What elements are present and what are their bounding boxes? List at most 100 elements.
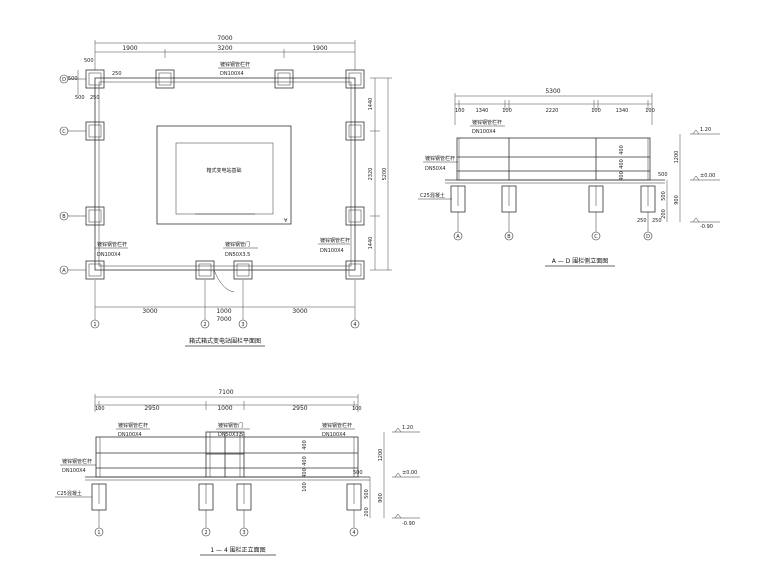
side-level-zero: ±0.00	[700, 173, 715, 179]
front-height-2: 400	[302, 456, 308, 466]
plan-axis-b: B	[62, 214, 66, 220]
front-callout-4-name: 镀锌钢管栏杆	[62, 458, 92, 465]
plan-inner-label: 箱式变电站基础	[206, 167, 241, 174]
side-axis-d: D	[646, 234, 650, 240]
side-right-h-3: 500	[661, 191, 667, 201]
side-right-h-1: 1200	[674, 151, 680, 164]
plan-callout-4-name: 镀锌钢管栏杆	[320, 237, 350, 244]
plan-top-seg-2: 3200	[217, 45, 232, 52]
plan-axis-4: 4	[353, 322, 356, 328]
front-axis-2: 2	[204, 530, 207, 536]
front-elevation: 7100 100 2950 1000 2950 100 镀锌钢管栏杆 DN1	[55, 389, 420, 556]
front-level-zero: ±0.00	[402, 470, 417, 476]
plan-left-dim-1: 500	[84, 58, 94, 64]
side-concrete: C25混凝土	[420, 192, 445, 199]
plan-axis-2: 2	[203, 322, 206, 328]
side-height-1: 400	[619, 145, 625, 155]
front-callout-3-name: 镀锌钢管栏杆	[322, 422, 352, 429]
front-title: 1 — 4 围栏正立面图	[210, 546, 265, 554]
side-seg-4: 2220	[546, 108, 559, 114]
front-callout-1-name: 镀锌钢管栏杆	[118, 422, 148, 429]
plan-callout-3-name: 镀锌钢管门	[225, 241, 250, 248]
plan-right-dim-1: 1440	[368, 98, 374, 111]
side-seg-6: 1340	[616, 108, 629, 114]
front-axis-4: 4	[352, 530, 355, 536]
front-callout-1-spec: DN100X4	[118, 432, 142, 438]
plan-right-dim-3: 1440	[368, 237, 374, 250]
front-callout-3-spec: DN100X4	[322, 432, 346, 438]
front-right-h-4: 200	[364, 507, 370, 517]
front-footing-dim: 500	[353, 470, 363, 476]
side-seg-7: 100	[645, 108, 655, 114]
side-footing-dim-1: 250	[637, 218, 647, 224]
plan-top-seg-1: 1900	[122, 45, 137, 52]
front-right-h-3: 500	[364, 489, 370, 499]
plan-title: 箱式箱式变电站围栏平面图	[189, 337, 261, 345]
side-callout-spec-1: DN100X4	[472, 129, 496, 135]
front-total: 7100	[218, 389, 233, 396]
front-callout-2-name: 镀锌钢管门	[218, 422, 243, 429]
side-seg-1: 100	[455, 108, 465, 114]
plan-callout-3-spec: DN50X3.5	[225, 252, 250, 258]
side-level-top: 1.20	[700, 127, 711, 133]
plan-bottom-seg-1: 3000	[142, 308, 157, 315]
side-footing-dim-2: 250	[652, 218, 662, 224]
side-axis-a: A	[456, 234, 460, 240]
side-height-3: 400	[619, 171, 625, 181]
plan-axis-3: 3	[241, 322, 244, 328]
side-axis-c: C	[594, 234, 598, 240]
side-callout-name: 镀锌钢管栏杆	[472, 119, 502, 126]
side-right-h-2: 900	[674, 195, 680, 205]
plan-callout-1-spec: DN100X4	[220, 71, 244, 77]
front-seg-1: 100	[95, 406, 105, 412]
side-seg-3: 100	[502, 108, 512, 114]
plan-bottom-total: 7000	[216, 316, 231, 323]
plan-overall-width: 7000	[217, 35, 232, 42]
side-right-h-4: 200	[661, 209, 667, 219]
plan-bottom-seg-3: 3000	[292, 308, 307, 315]
side-title: A — D 围栏侧立面图	[552, 257, 608, 265]
front-callout-2-spec: DN50X3.5	[218, 432, 243, 438]
plan-callout-2-name: 镀锌钢管栏杆	[97, 241, 127, 248]
front-axis-1: 1	[97, 530, 100, 536]
front-callout-4-spec: DN100X4	[62, 468, 86, 474]
side-callout-name-2: 镀锌钢管栏杆	[425, 155, 455, 162]
side-height-2: 400	[619, 159, 625, 169]
plan-inner-mark: ∀	[284, 218, 288, 224]
side-axis-b: B	[507, 234, 511, 240]
plan-axis-c: C	[62, 129, 66, 135]
front-seg-5: 100	[352, 406, 362, 412]
plan-callout-4-spec: DN100X4	[320, 248, 344, 254]
front-level-bottom: -0.90	[402, 521, 415, 527]
side-callout-spec-2: DN50X4	[425, 166, 446, 172]
front-seg-3: 1000	[217, 405, 232, 412]
front-axis-3: 3	[242, 530, 245, 536]
front-level-top: 1.20	[402, 425, 413, 431]
side-right-h-500: 500	[658, 172, 668, 178]
side-seg-5: 100	[591, 108, 601, 114]
plan-right-dim-2: 2320	[368, 168, 374, 181]
plan-right-total: 5200	[382, 168, 388, 181]
plan-callout-2-spec: DN100X4	[97, 252, 121, 258]
side-total: 5300	[545, 88, 560, 95]
front-height-1: 400	[302, 440, 308, 450]
plan-view: 7000 1900 3200 1900 500 500 500 250 250	[59, 35, 392, 347]
front-right-h-1: 1200	[378, 449, 384, 462]
plan-axis-1: 1	[93, 322, 96, 328]
front-concrete: C25混凝土	[57, 490, 82, 497]
front-seg-4: 2950	[292, 405, 307, 412]
plan-left-dim-3: 500	[75, 95, 85, 101]
front-right-h-2: 900	[378, 493, 384, 503]
side-level-bottom: -0.90	[700, 224, 713, 230]
side-elevation: 5300 100 1340 100 2220 100 1340 100 镀锌钢管…	[418, 88, 720, 267]
plan-axis-a: A	[62, 268, 66, 274]
plan-axis-d: D	[62, 77, 66, 83]
plan-left-dim-5: 250	[112, 71, 122, 77]
plan-top-seg-3: 1900	[312, 45, 327, 52]
plan-bottom-seg-2: 1000	[216, 308, 231, 315]
front-height-4: 100	[302, 482, 308, 492]
side-seg-2: 1340	[476, 108, 489, 114]
front-seg-2: 2950	[144, 405, 159, 412]
plan-callout-1-name: 镀锌钢管栏杆	[220, 61, 250, 68]
